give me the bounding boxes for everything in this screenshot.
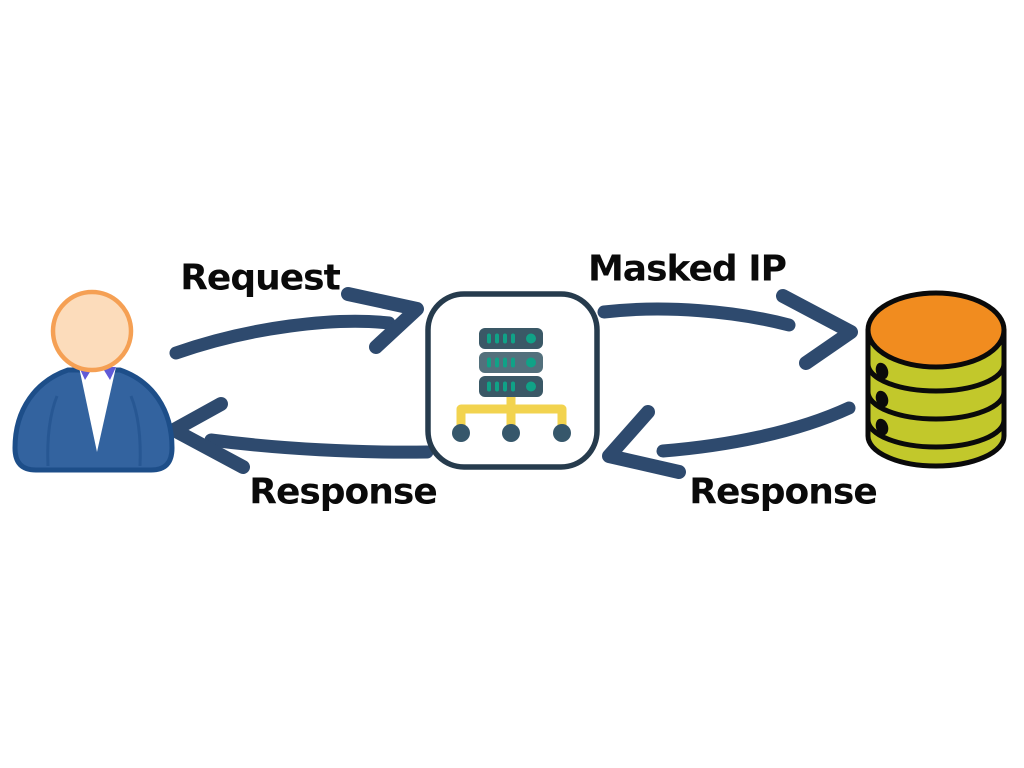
user-shirt bbox=[79, 367, 116, 452]
server-unit-top bbox=[479, 328, 543, 349]
proxy-server-icon bbox=[425, 291, 600, 470]
masked-ip-arrow bbox=[597, 289, 858, 370]
user-collar-right bbox=[102, 367, 116, 380]
response-to-proxy-arrow-shaft bbox=[656, 401, 856, 458]
server-unit-top-leds bbox=[487, 333, 536, 344]
database-dot-3 bbox=[875, 418, 889, 436]
masked-ip-arrow-shaft bbox=[597, 302, 796, 332]
request-arrow bbox=[169, 287, 424, 360]
response-to-proxy-label: Response bbox=[689, 471, 878, 513]
database-band-line-1 bbox=[865, 363, 1007, 394]
network-node-left bbox=[452, 424, 470, 442]
server-unit-middle bbox=[479, 352, 543, 373]
user-head bbox=[50, 289, 134, 373]
database-icon bbox=[865, 290, 1007, 469]
server-unit-middle-leds bbox=[487, 357, 536, 368]
database-top bbox=[865, 290, 1007, 370]
database-dot-2 bbox=[875, 390, 889, 408]
user-suit-crease-left bbox=[46, 395, 59, 467]
request-label: Request bbox=[180, 257, 341, 299]
network-tree bbox=[456, 391, 567, 433]
response-to-user-arrow-head bbox=[167, 397, 250, 474]
request-arrow-head bbox=[341, 287, 424, 354]
response-to-user-arrow-shaft bbox=[204, 433, 434, 459]
response-to-user-arrow bbox=[167, 397, 434, 474]
user-suit-crease-right bbox=[129, 395, 142, 467]
network-node-center bbox=[502, 424, 520, 442]
server-unit-bottom bbox=[479, 376, 543, 397]
database-band-line-2 bbox=[865, 391, 1007, 422]
database-dot-1 bbox=[875, 362, 889, 380]
response-to-proxy-arrow bbox=[602, 401, 856, 479]
masked-ip-label: Masked IP bbox=[587, 248, 787, 290]
request-arrow-shaft bbox=[169, 314, 396, 360]
masked-ip-arrow-head bbox=[776, 289, 858, 370]
response-to-proxy-arrow-head bbox=[602, 405, 686, 479]
user-icon bbox=[12, 289, 175, 473]
network-node-right bbox=[553, 424, 571, 442]
server-unit-bottom-leds bbox=[487, 381, 536, 392]
database-band-line-3 bbox=[865, 419, 1007, 450]
response-to-user-label: Response bbox=[249, 471, 438, 513]
